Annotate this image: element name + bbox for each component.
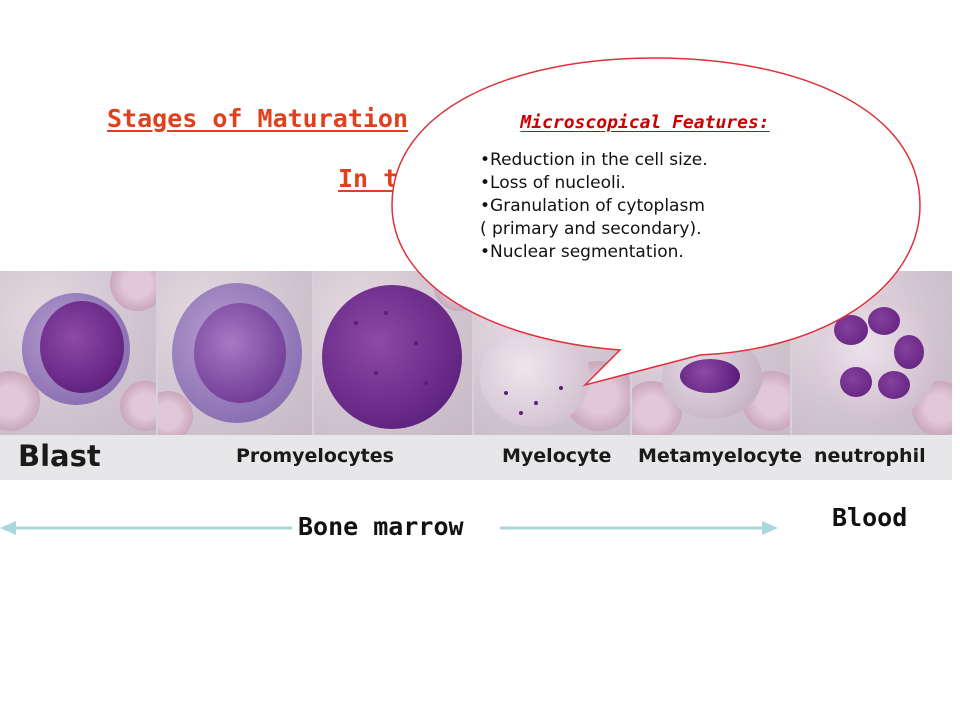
bone-marrow-right-arrow — [500, 521, 778, 535]
feature-item: ( primary and secondary). — [480, 219, 702, 240]
bone-marrow-left-arrow — [0, 521, 292, 535]
feature-item: •Nuclear segmentation. — [480, 242, 684, 263]
callout-heading: Microscopical Features: — [520, 112, 770, 133]
label-promyelocytes: Promyelocytes — [236, 445, 394, 467]
label-metamyelocyte: Metamyelocyte — [638, 445, 802, 467]
features-callout-content: Microscopical Features: •Reduction in th… — [480, 112, 810, 265]
label-myelocyte: Myelocyte — [502, 445, 612, 467]
features-callout-bubble — [391, 57, 921, 387]
label-blast: Blast — [18, 439, 101, 473]
blast-cell-panel — [0, 271, 156, 435]
blood-label: Blood — [832, 503, 908, 532]
label-neutrophil: neutrophil — [814, 445, 926, 467]
promyelocyte-2-cell-panel — [314, 271, 472, 435]
bone-marrow-label: Bone marrow — [298, 512, 464, 541]
promyelocyte-2-cell-image — [322, 285, 462, 429]
feature-list: •Reduction in the cell size. •Loss of nu… — [480, 149, 810, 265]
feature-item: •Granulation of cytoplasm — [480, 196, 705, 217]
slide-title-line-1: Stages of Maturation — [107, 104, 409, 133]
feature-item: •Loss of nucleoli. — [480, 173, 626, 194]
promyelocyte-cell-panel — [158, 271, 312, 435]
feature-item: •Reduction in the cell size. — [480, 150, 708, 170]
cell-label-bar: Blast Promyelocytes Myelocyte Metamyeloc… — [0, 435, 952, 480]
